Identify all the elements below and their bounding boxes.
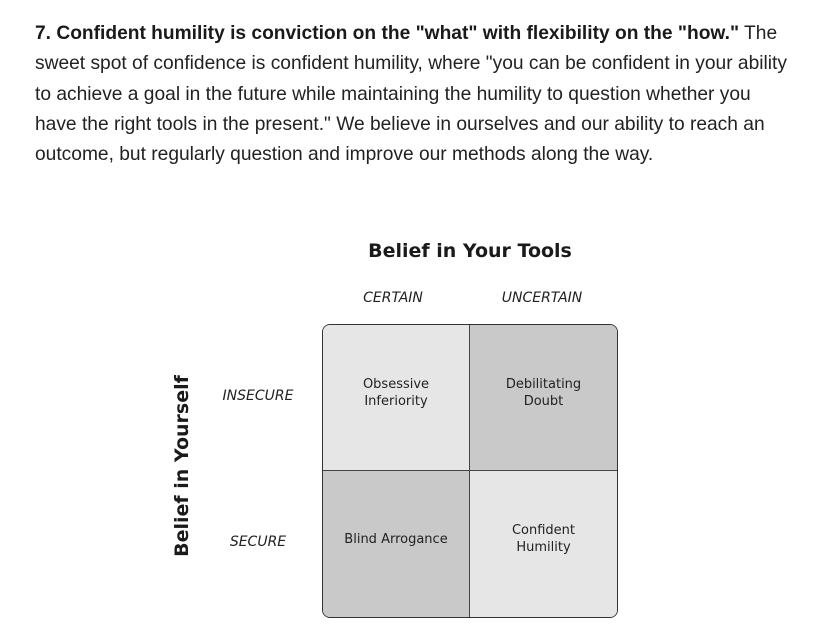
column-header-certain: CERTAIN [363,290,423,306]
figure-title: Belief in Your Tools [368,240,572,262]
quadrant-label: Confident Humility [511,523,576,555]
paragraph-lead: 7. Confident humility is conviction on t… [35,23,740,44]
quadrant-label: Blind Arrogance [344,531,448,547]
article-paragraph: 7. Confident humility is conviction on t… [35,19,795,170]
quadrant-label: Obsessive Inferiority [362,376,430,409]
quadrant-grid: Obsessive Inferiority Debilitating Doubt… [322,324,618,618]
quadrant-label: Debilitating Doubt [505,376,582,409]
quadrant-blind-arrogance: Blind Arrogance [323,471,470,617]
quadrant-confident-humility: Confident Humility [470,471,617,617]
quadrant-debilitating-doubt: Debilitating Doubt [470,325,617,471]
column-header-uncertain: UNCERTAIN [501,290,583,306]
row-header-insecure: INSECURE [222,388,294,404]
row-header-secure: SECURE [229,534,287,550]
quadrant-obsessive-inferiority: Obsessive Inferiority [323,325,470,471]
y-axis-title: Belief in Yourself [171,375,193,557]
paragraph-body: The sweet spot of confidence is confiden… [35,23,787,166]
